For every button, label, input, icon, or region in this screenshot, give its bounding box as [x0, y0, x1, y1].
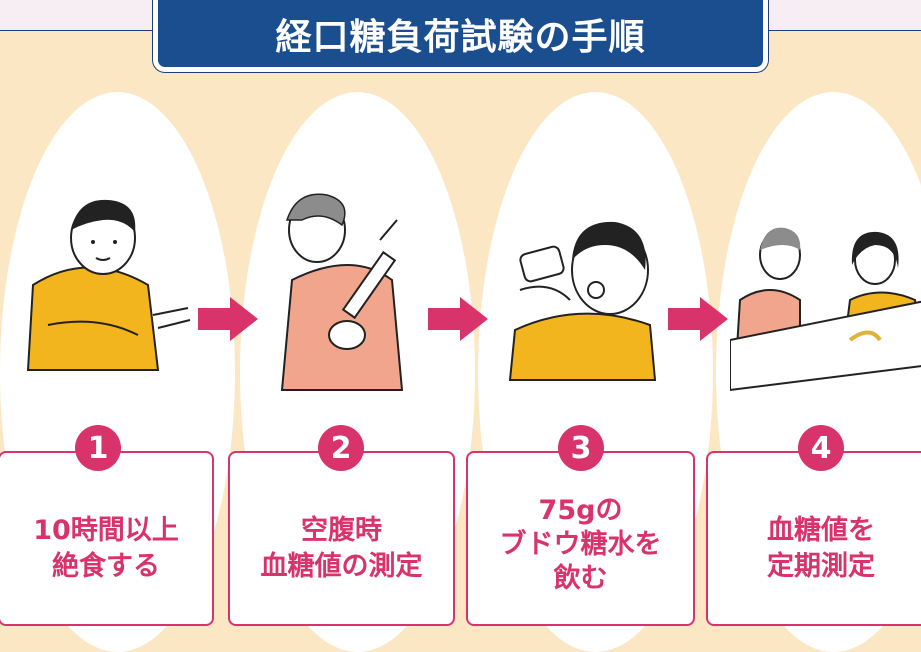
step-2-number-badge: 2	[318, 425, 364, 471]
step-3-card: 75gの ブドウ糖水を 飲む	[466, 451, 695, 626]
arrow-right-icon	[198, 297, 258, 341]
blood-test-illustration	[280, 193, 404, 391]
arrow-right-icon	[668, 297, 728, 341]
step-4-line-2: 定期測定	[767, 551, 875, 582]
step-3-number-badge: 3	[558, 425, 604, 471]
step-4-line-1: 血糖値を	[767, 515, 875, 546]
page-title: 経口糖負荷試験の手順	[275, 16, 646, 58]
title-line-left	[0, 30, 160, 31]
step-1-card: 10時間以上 絶食する	[0, 451, 214, 626]
step-2-line-1: 空腹時	[301, 515, 382, 546]
step-4-card: 血糖値を 定期測定	[706, 451, 921, 626]
step-2-description: 空腹時 血糖値の測定	[230, 513, 453, 585]
title-line-right	[760, 30, 921, 31]
step-3-line-1: 75gの	[538, 495, 623, 526]
step-1-line-2: 絶食する	[52, 551, 160, 582]
step-2-card: 空腹時 血糖値の測定	[228, 451, 455, 626]
step-3-description: 75gの ブドウ糖水を 飲む	[468, 494, 693, 596]
fasting-person-illustration	[26, 199, 191, 371]
title-banner: 経口糖負荷試験の手順	[153, 0, 768, 72]
drinking-person-illustration	[508, 221, 657, 381]
step-1-line-1: 10時間以上	[33, 515, 179, 546]
step-1-description: 10時間以上 絶食する	[0, 513, 212, 585]
arrow-right-icon	[428, 297, 488, 341]
step-4-description: 血糖値を 定期測定	[708, 513, 921, 585]
step-3-line-3: 飲む	[553, 563, 608, 594]
step-2-line-2: 血糖値の測定	[260, 551, 423, 582]
nurse-measurement-illustration	[730, 227, 921, 392]
step-3-line-2: ブドウ糖水を	[499, 529, 662, 560]
step-4-number-badge: 4	[798, 425, 844, 471]
step-1-number-badge: 1	[75, 425, 121, 471]
